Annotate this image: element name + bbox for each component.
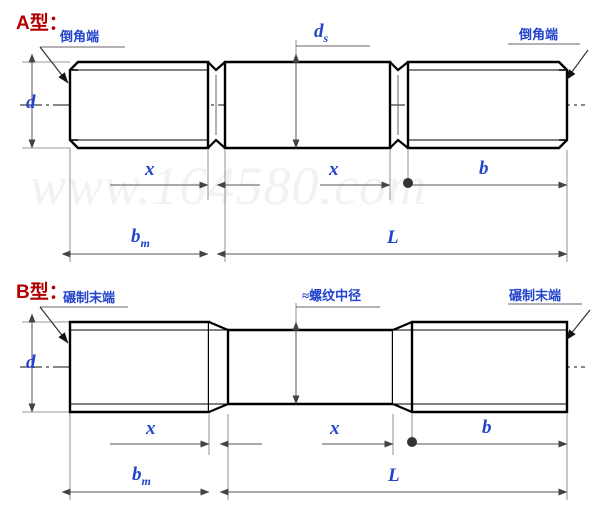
type-b-bm-label: bm — [132, 465, 151, 487]
type-b-center-dimension — [292, 306, 380, 405]
type-b-d-label: d — [26, 352, 36, 373]
b-origin-dot — [403, 178, 413, 188]
type-a-x-right-label: x — [329, 159, 339, 180]
type-a-callout-leaders — [39, 43, 589, 84]
type-b-shank — [226, 328, 395, 406]
type-a-d-label: d — [26, 92, 36, 113]
type-a-callout-right-label: 倒角端 — [519, 27, 559, 42]
type-a-b-dimension — [403, 178, 568, 189]
type-b-x-right-label: x — [330, 418, 340, 439]
type-a-callout-left-label: 倒角端 — [60, 29, 100, 44]
type-b-center-diameter-label: ≈螺纹中径 — [302, 288, 362, 303]
type-a-b-label: b — [479, 158, 489, 179]
type-b-title: B型： — [16, 282, 68, 303]
type-b-callout-right-label: 碾制末端 — [509, 288, 562, 303]
type-b-x-left-label: x — [146, 418, 156, 439]
type-b-right-thread — [410, 320, 569, 414]
type-a-drawing — [20, 40, 589, 262]
type-a-title: A型： — [16, 13, 68, 34]
type-b-callout-leaders — [39, 303, 591, 344]
type-a-ds-label: ds — [314, 22, 328, 44]
type-a-left-thread — [68, 60, 210, 150]
type-a-bm-base: b — [131, 226, 141, 247]
type-a-L-label: L — [387, 227, 399, 248]
type-a-shank — [223, 60, 392, 150]
type-b-callout-left-label: 碾制末端 — [63, 290, 116, 305]
type-b-left-taper — [208, 320, 229, 414]
type-b-b-label: b — [482, 417, 492, 438]
type-b-L-label: L — [388, 465, 400, 486]
type-a-bm-sub: m — [140, 235, 150, 250]
type-b-right-taper — [392, 320, 413, 414]
type-a-ds-sub: s — [323, 30, 329, 45]
type-b-b-dimension — [407, 437, 568, 448]
type-a-left-runout — [207, 61, 226, 149]
type-a-ds-dimension — [292, 45, 370, 149]
b-origin-dot — [407, 437, 417, 447]
type-a-ds-base: d — [314, 21, 324, 42]
type-a-bm-label: bm — [131, 227, 150, 249]
type-a-right-thread — [406, 60, 569, 150]
type-b-drawing — [20, 303, 591, 500]
type-a-right-runout — [389, 61, 409, 149]
type-b-bm-base: b — [132, 464, 142, 485]
type-b-left-thread — [68, 320, 211, 414]
type-a-x-left-label: x — [145, 159, 155, 180]
type-b-bm-sub: m — [141, 473, 151, 488]
